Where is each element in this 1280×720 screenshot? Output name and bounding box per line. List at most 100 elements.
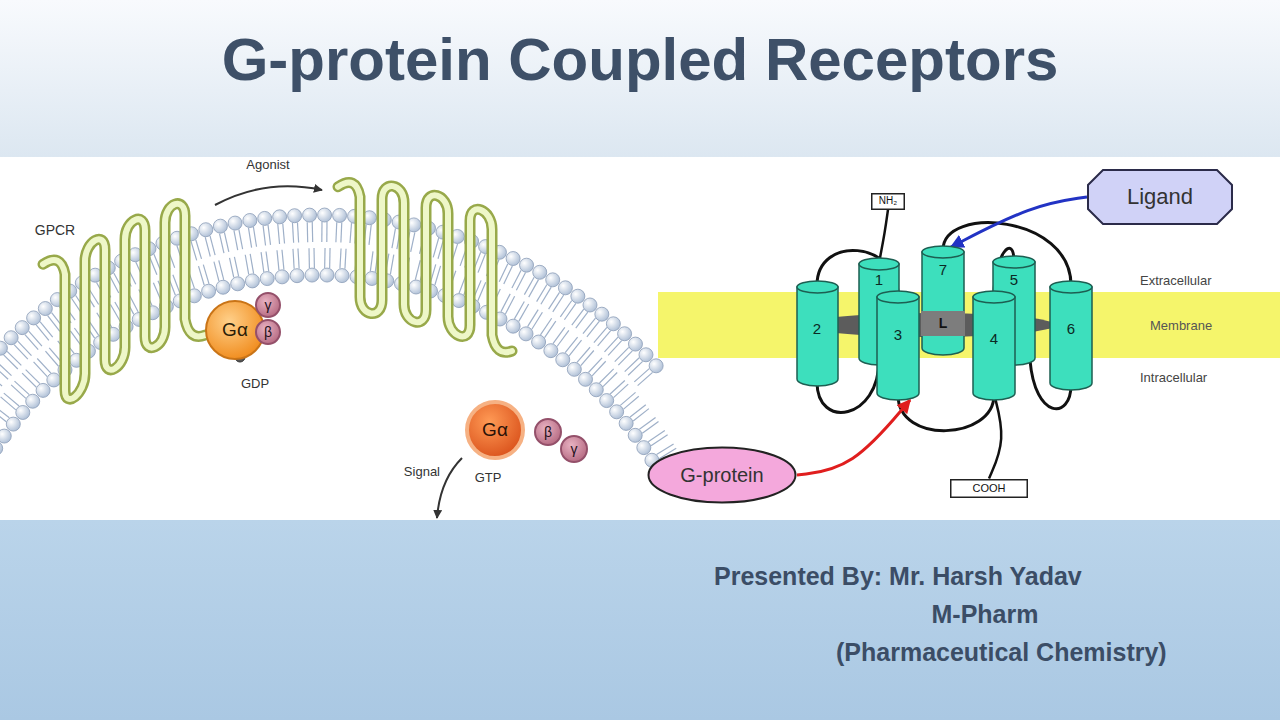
lipid-tail: [624, 396, 639, 409]
lipid-tail: [173, 275, 180, 294]
lipid-head: [637, 441, 651, 455]
lipid-head: [216, 280, 230, 294]
lipid-head: [532, 335, 546, 349]
shape-outline: [877, 291, 919, 303]
lipid-tail: [657, 444, 674, 455]
lipid-tail: [501, 294, 510, 312]
shape-outline: [467, 402, 523, 458]
lipid-tail: [340, 249, 341, 269]
lipid-tail: [261, 252, 264, 272]
lipid-tail: [29, 331, 42, 346]
lipid-tail: [541, 287, 551, 304]
lipid-head: [199, 223, 213, 237]
lipid-tail: [603, 372, 617, 386]
shape-outline: [872, 193, 905, 209]
lipid-head: [628, 428, 642, 442]
lipid-tail: [411, 232, 415, 252]
lipid-head: [273, 210, 287, 224]
lipid-tail: [350, 223, 352, 243]
node-text: 4: [990, 330, 998, 347]
lipid-tail: [505, 296, 514, 314]
transmembrane-helix: 4: [972, 290, 1016, 400]
lipid-head: [639, 348, 653, 362]
lipid-tail: [14, 345, 28, 360]
node-text: β: [544, 424, 552, 440]
lipid-tail: [625, 358, 639, 372]
lipid-tail: [7, 351, 21, 365]
lipid-tail: [633, 409, 649, 421]
lipid-tail: [545, 321, 556, 338]
lipid-tail: [576, 312, 588, 328]
lipid-tail: [370, 251, 373, 271]
footer-band: [0, 520, 1280, 720]
lipid-tail: [478, 282, 486, 300]
shape-outline: [1088, 170, 1232, 224]
lipid-tail: [478, 254, 485, 273]
lipid-tail: [40, 322, 53, 337]
lipid-tail: [628, 361, 642, 375]
node-text: Gα: [222, 319, 248, 341]
lipid-tail: [0, 418, 1, 430]
lipid-tail: [312, 222, 314, 242]
lipid-tail: [109, 275, 118, 293]
lipid-tail: [0, 362, 12, 376]
agonist-arrow: [215, 186, 322, 205]
lipid-head: [533, 265, 547, 279]
lipid-tail: [268, 225, 270, 245]
lipid-head: [567, 362, 581, 376]
connector: [797, 400, 910, 475]
ligand-site: L: [921, 311, 965, 336]
lipid-tail: [615, 347, 629, 361]
transmembrane-helix: 7: [921, 245, 965, 355]
shape-outline: [993, 256, 1035, 268]
lipid-tail: [560, 301, 571, 317]
lipid-tail: [577, 347, 590, 362]
node-text: 7: [939, 261, 947, 278]
lipid-head: [619, 416, 633, 430]
lipid-tail: [335, 222, 337, 242]
lipid-head: [544, 344, 558, 358]
lipid-tail: [283, 224, 285, 244]
shape-outline: [535, 419, 561, 445]
lipid-tail: [15, 381, 30, 395]
lipid-tail: [4, 393, 19, 406]
shape-outline: [256, 293, 280, 317]
lipid-tail: [512, 270, 521, 288]
lipid-tail: [0, 373, 2, 386]
terminus-box: NH₂: [871, 193, 905, 210]
lipid-tail: [297, 223, 298, 243]
lipid-tail: [642, 421, 658, 433]
slide-title: G-protein Coupled Receptors: [0, 24, 1280, 96]
region-label: Extracellular: [1140, 273, 1212, 289]
node-text: 2: [813, 320, 821, 337]
lipid-head: [36, 383, 50, 397]
lipid-tail: [604, 337, 618, 352]
lipid-tail: [326, 222, 327, 242]
helix-cylinder: [876, 290, 920, 400]
lipid-tail: [392, 228, 396, 248]
lipid-tail: [583, 318, 596, 334]
lipid-head: [519, 327, 533, 341]
lipid-tail: [205, 237, 210, 256]
lipid-tail: [203, 265, 209, 284]
lipid-head: [333, 208, 347, 222]
lipid-tail: [504, 266, 513, 284]
lipid-tail: [588, 358, 602, 373]
lipid-tail: [549, 292, 560, 309]
lipid-tail: [214, 262, 219, 281]
lipid-tail: [618, 351, 632, 365]
membrane-band: [658, 292, 1280, 358]
lipid-tail: [581, 350, 594, 365]
lipid-tail: [0, 405, 9, 417]
lipid-head: [610, 405, 624, 419]
lipid-tail: [277, 250, 279, 270]
gpcr-helix: [338, 183, 512, 353]
lipid-tail: [266, 251, 269, 271]
lipid-tail: [639, 417, 655, 429]
lipid-head: [600, 394, 614, 408]
shape-outline: [922, 311, 965, 335]
terminus-box: COOH: [950, 479, 1028, 498]
lipid-tail: [540, 318, 551, 335]
lipid-tail: [210, 236, 215, 255]
node-text: γ: [571, 441, 578, 457]
